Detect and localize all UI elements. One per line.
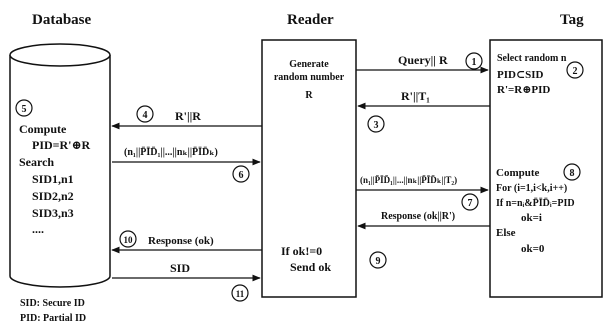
- step-1-marker: 1: [465, 52, 483, 70]
- tag-select-random: Select random n: [497, 53, 567, 64]
- step-2-marker: 2: [566, 61, 584, 79]
- step-3-marker: 3: [367, 115, 385, 133]
- reader-generate-label: Generate: [289, 59, 329, 70]
- reader-random-number-label: random number: [274, 72, 345, 83]
- step-9-marker: 9: [369, 251, 387, 269]
- msg-id-list: (n₁||P̄ĪD̄₁||...||nₖ||P̄ĪD̄ₖ): [124, 146, 218, 158]
- msg-query-r: Query|| R: [398, 53, 448, 67]
- svg-text:6: 6: [239, 170, 244, 181]
- tag-ok-zero: ok=0: [521, 243, 545, 255]
- svg-text:3: 3: [374, 120, 379, 131]
- msg-r-prime-r: R'||R: [175, 109, 201, 123]
- svg-text:11: 11: [236, 289, 245, 299]
- svg-text:10: 10: [124, 235, 134, 245]
- db-record-more: ....: [32, 222, 44, 236]
- tag-for-loop: For (i=1,i<k,i++): [496, 183, 567, 194]
- svg-text:5: 5: [22, 104, 27, 115]
- step-8-marker: 8: [563, 163, 581, 181]
- svg-text:1: 1: [472, 57, 477, 68]
- reader-send-ok: Send ok: [290, 260, 331, 274]
- db-record-1: SID1,n1: [32, 172, 74, 186]
- database-header: Database: [32, 12, 92, 28]
- tag-pid-subset: PID⊂SID: [497, 69, 544, 81]
- step-7-marker: 7: [461, 193, 479, 211]
- db-search-label: Search: [19, 155, 54, 169]
- step-11-marker: 11: [231, 284, 249, 302]
- msg-r-prime-t1: R'||T₁: [401, 89, 430, 103]
- tag-else: Else: [496, 227, 516, 239]
- reader-r-label: R: [305, 90, 313, 101]
- step-6-marker: 6: [232, 165, 250, 183]
- tag-r-prime: R'=R⊕PID: [497, 84, 550, 96]
- db-record-3: SID3,n3: [32, 206, 74, 220]
- svg-text:9: 9: [376, 256, 381, 267]
- step-5-marker: 5: [15, 99, 33, 117]
- reader-ok-condition: If ok!=0: [281, 244, 322, 258]
- tag-box: [489, 39, 603, 298]
- reader-box: [261, 39, 357, 298]
- msg-id-list-t2: (n₁||P̄ĪD̄₁||...||nₖ||P̄ĪD̄ₖ||T₂): [360, 175, 457, 185]
- svg-text:4: 4: [143, 110, 148, 121]
- tag-header: Tag: [560, 12, 584, 28]
- reader-header: Reader: [287, 12, 334, 28]
- db-record-2: SID2,n2: [32, 189, 74, 203]
- tag-compute-label: Compute: [496, 167, 540, 179]
- legend-sid: SID: Secure ID: [20, 298, 85, 309]
- step-10-marker: 10: [119, 230, 137, 248]
- db-compute-label: Compute: [19, 122, 67, 136]
- tag-ok-i: ok=i: [521, 212, 542, 224]
- svg-text:2: 2: [573, 66, 578, 77]
- msg-response-ok-r: Response (ok||R'): [381, 211, 455, 222]
- step-4-marker: 4: [136, 105, 154, 123]
- db-pid-formula: PID=R'⊕R: [32, 138, 91, 152]
- msg-sid: SID: [170, 261, 190, 275]
- msg-response-ok: Response (ok): [148, 235, 214, 247]
- tag-if-condition: If n=nᵢ&P̄ĪD̄ᵢ=PID: [496, 197, 575, 209]
- database-cylinder: [9, 43, 111, 288]
- legend-pid: PID: Partial ID: [20, 313, 86, 324]
- svg-text:8: 8: [570, 168, 575, 179]
- svg-text:7: 7: [468, 198, 473, 209]
